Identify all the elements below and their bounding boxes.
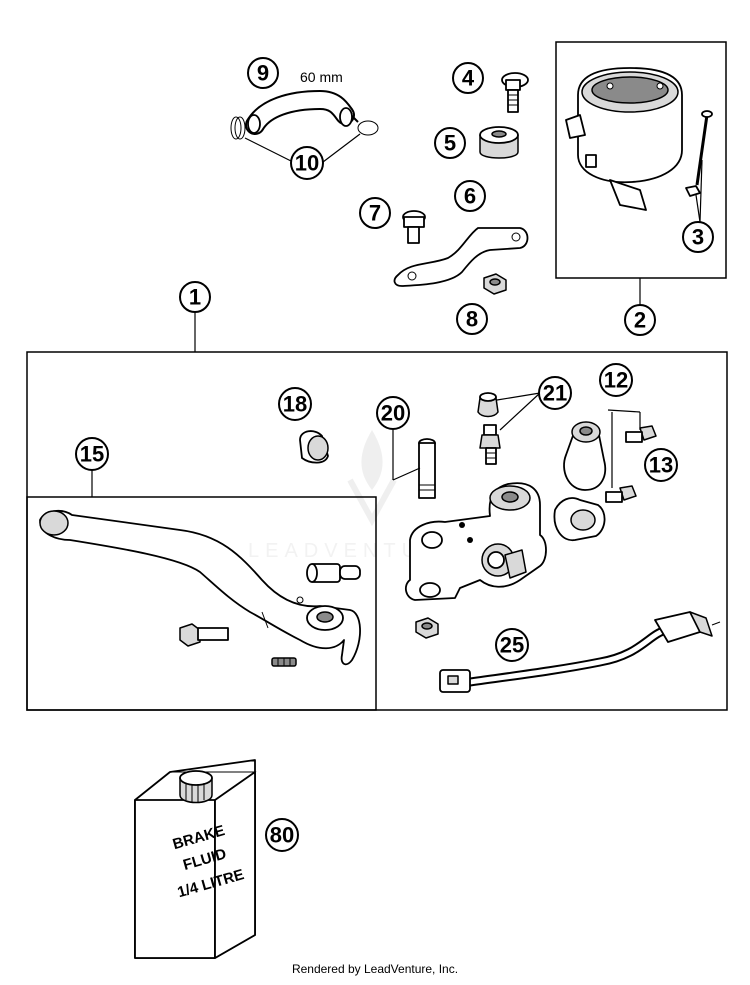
- callout-4[interactable]: 4: [452, 62, 484, 94]
- svg-text:1: 1: [189, 285, 201, 310]
- brake-lever[interactable]: [39, 509, 361, 666]
- svg-text:13: 13: [649, 453, 673, 478]
- callout-25[interactable]: 25: [495, 628, 529, 662]
- callout-12[interactable]: 12: [599, 363, 633, 397]
- clamp-screw-upper[interactable]: [625, 425, 657, 443]
- svg-text:8: 8: [466, 307, 478, 332]
- brake-fluid-bottle[interactable]: BRAKE FLUID 1/4 LITRE: [134, 759, 257, 959]
- svg-text:20: 20: [381, 401, 405, 426]
- callout-10[interactable]: 10: [290, 146, 324, 180]
- callout-80[interactable]: 80: [265, 818, 299, 852]
- lever-spring[interactable]: [271, 657, 297, 667]
- svg-text:3: 3: [692, 225, 704, 250]
- brake-light-switch[interactable]: [439, 611, 721, 693]
- hose-clamp-right[interactable]: [351, 115, 379, 136]
- svg-text:7: 7: [369, 201, 381, 226]
- push-rod[interactable]: [418, 438, 436, 499]
- master-cylinder-body[interactable]: [404, 482, 547, 601]
- callout-5[interactable]: 5: [434, 127, 466, 159]
- svg-text:15: 15: [80, 442, 104, 467]
- svg-text:10: 10: [295, 151, 319, 176]
- reservoir-bracket[interactable]: [393, 227, 529, 287]
- svg-text:6: 6: [464, 184, 476, 209]
- brake-reservoir[interactable]: [565, 67, 683, 211]
- svg-text:21: 21: [543, 381, 567, 406]
- bottle-cap: [179, 770, 213, 804]
- footer-credit: Rendered by LeadVenture, Inc.: [291, 962, 459, 976]
- cylinder-nut[interactable]: [415, 617, 439, 639]
- svg-text:9: 9: [257, 61, 269, 86]
- bracket-nut[interactable]: [483, 273, 507, 295]
- clamp-screw-lower[interactable]: [605, 485, 637, 503]
- svg-text:25: 25: [500, 633, 524, 658]
- callout-13[interactable]: 13: [644, 448, 678, 482]
- svg-text:80: 80: [270, 823, 294, 848]
- reservoir-box: [555, 41, 727, 279]
- callout-9[interactable]: 9: [247, 57, 279, 89]
- callout-7[interactable]: 7: [359, 197, 391, 229]
- hose-clamp-left[interactable]: [230, 116, 246, 140]
- hose-length-label: 60 mm: [300, 69, 343, 85]
- dust-cap[interactable]: [299, 430, 329, 464]
- callout-1[interactable]: 1: [179, 281, 211, 313]
- callout-2[interactable]: 2: [624, 304, 656, 336]
- svg-text:4: 4: [462, 66, 475, 91]
- callout-21[interactable]: 21: [538, 376, 572, 410]
- callout-3[interactable]: 3: [682, 221, 714, 253]
- reservoir-hose[interactable]: [245, 89, 355, 135]
- reservoir-screw-and-nut[interactable]: [685, 110, 713, 197]
- rubber-grommet[interactable]: [479, 126, 519, 159]
- callout-6[interactable]: 6: [454, 180, 486, 212]
- watermark-text: LEADVENTURE: [248, 540, 462, 562]
- callout-20[interactable]: 20: [376, 396, 410, 430]
- lever-pivot-bolt[interactable]: [179, 623, 229, 647]
- svg-text:5: 5: [444, 131, 456, 156]
- handlebar-clamp[interactable]: [553, 421, 607, 541]
- svg-text:12: 12: [604, 368, 628, 393]
- bracket-screw[interactable]: [402, 210, 426, 244]
- bleeder-cap[interactable]: [477, 392, 499, 418]
- svg-text:2: 2: [634, 308, 646, 333]
- callout-18[interactable]: 18: [278, 387, 312, 421]
- lever-pivot-grease: [296, 596, 304, 604]
- callout-8[interactable]: 8: [456, 303, 488, 335]
- lever-adjuster-pin[interactable]: [306, 563, 361, 583]
- callout-15[interactable]: 15: [75, 437, 109, 471]
- bleeder-valve[interactable]: [479, 424, 501, 465]
- lever-box: [26, 496, 377, 711]
- reservoir-screw[interactable]: [501, 72, 529, 113]
- watermark-logo: LEADVENTURE: [248, 430, 462, 562]
- svg-text:18: 18: [283, 392, 307, 417]
